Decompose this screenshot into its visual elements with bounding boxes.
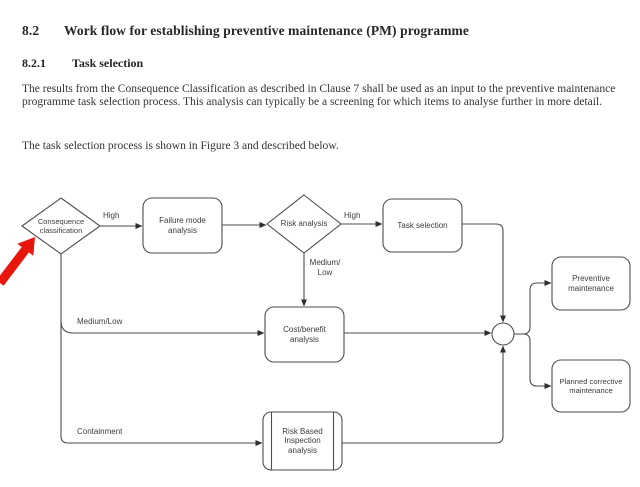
preventive-maintenance-label: Preventive maintenance xyxy=(568,273,614,293)
task-selection-label: Task selection xyxy=(397,220,448,230)
consequence-classification-diamond xyxy=(21,197,101,255)
section-heading: 8.2 Work flow for establishing preventiv… xyxy=(22,23,469,39)
edge-label-medium-low-left: Medium/Low xyxy=(77,317,123,326)
planned-corrective-maintenance-label: Planned corrective maintenance xyxy=(559,376,623,395)
body-paragraph-2: The task selection process is shown in F… xyxy=(22,140,339,152)
junction-circle xyxy=(491,322,515,346)
cost-benefit-analysis-box xyxy=(264,306,345,363)
failure-mode-analysis-label: Failure mode analysis xyxy=(159,215,206,235)
risk-analysis-diamond xyxy=(266,194,342,254)
risk-based-inspection-box xyxy=(262,411,343,471)
edge-label-medium-low-vertical: Medium/ Low xyxy=(309,258,341,277)
edge-junction-to-preventive xyxy=(514,280,552,335)
planned-corrective-maintenance-box xyxy=(551,359,631,413)
flowchart-figure: Consequence classification Failure mode … xyxy=(0,170,640,487)
body-paragraph-1: The results from the Consequence Classif… xyxy=(22,83,616,109)
flowchart-canvas xyxy=(0,194,631,471)
edge-rbi-to-junction xyxy=(342,345,506,444)
consequence-classification-label: Consequence classification xyxy=(37,217,85,235)
edge-label-containment: Containment xyxy=(77,427,123,436)
subsection-number: 8.2.1 xyxy=(22,56,46,70)
edge-label-high-2: High xyxy=(344,211,361,220)
subsection-heading: 8.2.1 Task selection xyxy=(22,56,143,71)
task-selection-box xyxy=(382,198,463,253)
edge-consequence-mediumlow xyxy=(60,320,265,336)
preventive-maintenance-box xyxy=(551,256,631,311)
risk-based-inspection-label: Risk Based Inspection analysis xyxy=(282,426,323,455)
edge-task-to-junction xyxy=(462,223,506,323)
red-annotation-arrow-icon xyxy=(0,237,35,286)
subsection-title: Task selection xyxy=(72,56,144,70)
risk-analysis-label: Risk analysis xyxy=(280,219,328,229)
edge-label-high-1: High xyxy=(103,211,120,220)
section-number: 8.2 xyxy=(22,23,40,38)
section-title: Work flow for establishing preventive ma… xyxy=(64,23,469,38)
failure-mode-analysis-box xyxy=(142,197,223,254)
cost-benefit-analysis-label: Cost/benefit analysis xyxy=(283,324,326,344)
edge-consequence-containment xyxy=(60,254,263,446)
edge-junction-to-planned xyxy=(514,333,552,389)
